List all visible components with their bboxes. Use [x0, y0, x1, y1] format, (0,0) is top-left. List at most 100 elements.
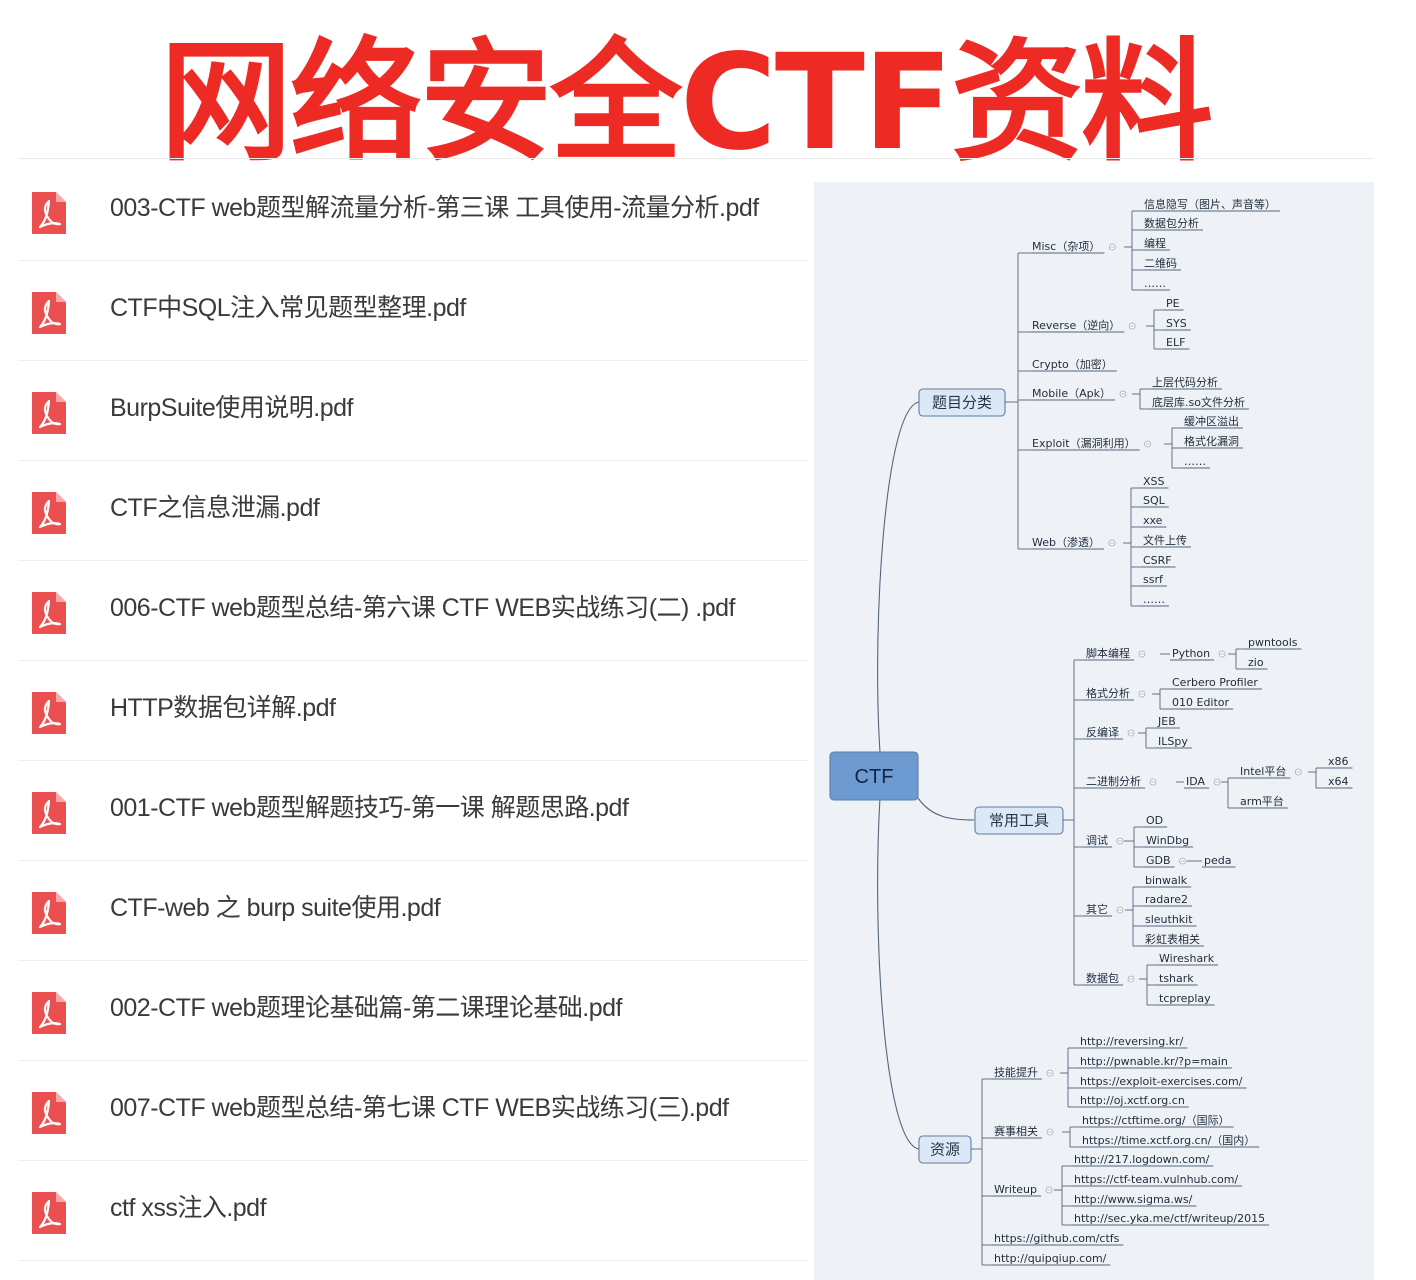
resource-link: http://oj.xctf.org.cn	[1080, 1094, 1185, 1107]
mindmap-leaf: ILSpy	[1158, 735, 1188, 748]
mindmap-leaf: pwntools	[1248, 636, 1298, 649]
mindmap-leaf: 格式化漏洞	[1184, 434, 1239, 448]
pdf-icon	[32, 492, 66, 534]
file-row[interactable]: ctf xss注入.pdf	[18, 1160, 808, 1261]
pdf-icon	[32, 1092, 66, 1134]
file-name: 003-CTF web题型解流量分析-第三课 工具使用-流量分析.pdf	[110, 194, 759, 222]
mindmap-connector	[877, 797, 920, 1150]
tool-node: GDB	[1146, 854, 1171, 867]
mindmap-leaf: SYS	[1166, 317, 1187, 330]
file-row[interactable]: CTF中SQL注入常见题型整理.pdf	[18, 260, 808, 361]
mindmap-leaf: xxe	[1143, 514, 1163, 527]
mindmap-leaf: ……	[1184, 455, 1206, 468]
file-row[interactable]: CTF之信息泄漏.pdf	[18, 460, 808, 561]
mindmap-leaf: ……	[1144, 277, 1166, 290]
mindmap-leaf: 底层库.so文件分析	[1152, 395, 1245, 409]
mindmap-leaf: 二维码	[1144, 257, 1177, 270]
mindmap-leaf: SQL	[1143, 494, 1166, 507]
pdf-icon	[32, 392, 66, 434]
branch-node[interactable]	[974, 806, 1064, 835]
category-node: Misc（杂项）	[1032, 240, 1100, 253]
mindmap-leaf: ELF	[1166, 336, 1185, 349]
resource-link: https://time.xctf.org.cn/（国内）	[1082, 1133, 1255, 1147]
file-row[interactable]: CTF-web 之 burp suite使用.pdf	[18, 860, 808, 961]
resource-link: http://pwnable.kr/?p=main	[1080, 1055, 1228, 1068]
tool-category-node: 数据包	[1086, 971, 1119, 985]
pdf-icon	[32, 592, 66, 634]
pdf-icon	[32, 892, 66, 934]
branch-node[interactable]	[918, 1135, 972, 1164]
mindmap-leaf: Cerbero Profiler	[1172, 676, 1258, 689]
file-row[interactable]: 007-CTF web题型总结-第七课 CTF WEB实战练习(三).pdf	[18, 1060, 808, 1161]
mindmap-root[interactable]	[829, 751, 919, 801]
mindmap-leaf: tshark	[1159, 972, 1194, 985]
branch-node-label: 题目分类	[932, 394, 992, 412]
resource-category-node: 技能提升	[994, 1065, 1038, 1079]
mindmap-leaf: Wireshark	[1159, 952, 1215, 965]
mindmap-root-label: CTF	[855, 766, 894, 788]
tool-leaf: peda	[1204, 854, 1231, 867]
file-name: ctf xss注入.pdf	[110, 1194, 267, 1222]
pdf-icon	[32, 992, 66, 1034]
branch-node[interactable]	[918, 388, 1006, 417]
category-node: Web（渗透）	[1032, 535, 1100, 549]
mindmap-leaf: ssrf	[1143, 573, 1164, 586]
file-name: 002-CTF web题理论基础篇-第二课理论基础.pdf	[110, 994, 622, 1022]
resource-link: http://sec.yka.me/ctf/writeup/2015	[1074, 1212, 1265, 1225]
pdf-icon	[32, 1192, 66, 1234]
resource-link: https://exploit-exercises.com/	[1080, 1075, 1243, 1088]
resource-link: http://quipqiup.com/	[994, 1252, 1107, 1265]
pdf-icon	[32, 692, 66, 734]
tool-category-node: 脚本编程	[1086, 646, 1130, 660]
file-name: CTF-web 之 burp suite使用.pdf	[110, 894, 441, 922]
mindmap-leaf: ……	[1143, 593, 1165, 606]
file-name: BurpSuite使用说明.pdf	[110, 394, 354, 422]
tool-node: Intel平台	[1240, 764, 1286, 778]
file-name: 006-CTF web题型总结-第六课 CTF WEB实战练习(二) .pdf	[110, 594, 736, 622]
mindmap-leaf: zio	[1248, 656, 1264, 669]
mindmap-leaf: 编程	[1144, 236, 1166, 250]
mindmap-leaf: tcpreplay	[1159, 992, 1211, 1005]
pdf-icon	[32, 192, 66, 234]
mindmap-leaf: x64	[1328, 775, 1349, 788]
mindmap-leaf: radare2	[1145, 893, 1188, 906]
mindmap-leaf: 010 Editor	[1172, 696, 1230, 709]
file-row[interactable]: HTTP数据包详解.pdf	[18, 660, 808, 761]
mindmap-leaf: CSRF	[1143, 554, 1172, 567]
resource-link: https://ctf-team.vulnhub.com/	[1074, 1173, 1238, 1186]
resource-link: http://217.logdown.com/	[1074, 1153, 1210, 1166]
file-row[interactable]: 003-CTF web题型解流量分析-第三课 工具使用-流量分析.pdf	[18, 160, 808, 261]
mindmap-connector	[877, 401, 920, 753]
tool-category-node: 二进制分析	[1086, 774, 1141, 788]
file-name: 001-CTF web题型解题技巧-第一课 解题思路.pdf	[110, 794, 629, 822]
mindmap-leaf: 信息隐写（图片、声音等）	[1144, 197, 1276, 211]
file-row[interactable]: 006-CTF web题型总结-第六课 CTF WEB实战练习(二) .pdf	[18, 560, 808, 661]
mindmap-canvas: CTF题目分类常用工具资源Misc（杂项）Reverse（逆向）Crypto（加…	[829, 197, 1353, 1266]
file-row[interactable]: 001-CTF web题型解题技巧-第一课 解题思路.pdf	[18, 760, 808, 861]
mindmap-leaf: 彩虹表相关	[1145, 932, 1200, 946]
tool-node: arm平台	[1240, 794, 1284, 808]
branch-node-label: 常用工具	[989, 812, 1049, 830]
file-row[interactable]: BurpSuite使用说明.pdf	[18, 360, 808, 461]
resource-category-node: Writeup	[994, 1183, 1037, 1196]
mindmap-connector	[917, 797, 975, 821]
resource-link: http://www.sigma.ws/	[1074, 1193, 1193, 1206]
tool-leaf: WinDbg	[1146, 834, 1189, 847]
title-divider	[18, 158, 1374, 159]
page-title: 网络安全CTF资料	[160, 26, 1213, 180]
tool-category-node: 反编译	[1086, 725, 1119, 739]
mindmap-leaf: x86	[1328, 755, 1349, 768]
file-row[interactable]: 002-CTF web题理论基础篇-第二课理论基础.pdf	[18, 960, 808, 1061]
mindmap-leaf: 上层代码分析	[1152, 375, 1218, 389]
mindmap-leaf: sleuthkit	[1145, 913, 1193, 926]
mindmap-leaf: PE	[1166, 297, 1180, 310]
mindmap-leaf: binwalk	[1145, 874, 1188, 887]
pdf-icon	[32, 292, 66, 334]
category-node: Exploit（漏洞利用）	[1032, 437, 1136, 450]
category-node: Reverse（逆向）	[1032, 318, 1120, 332]
mindmap-leaf: JEB	[1157, 715, 1176, 728]
category-node: Crypto（加密）	[1032, 357, 1113, 371]
resource-link: https://github.com/ctfs	[994, 1232, 1120, 1245]
mindmap-leaf: 缓冲区溢出	[1184, 414, 1239, 428]
file-name: CTF之信息泄漏.pdf	[110, 494, 320, 522]
